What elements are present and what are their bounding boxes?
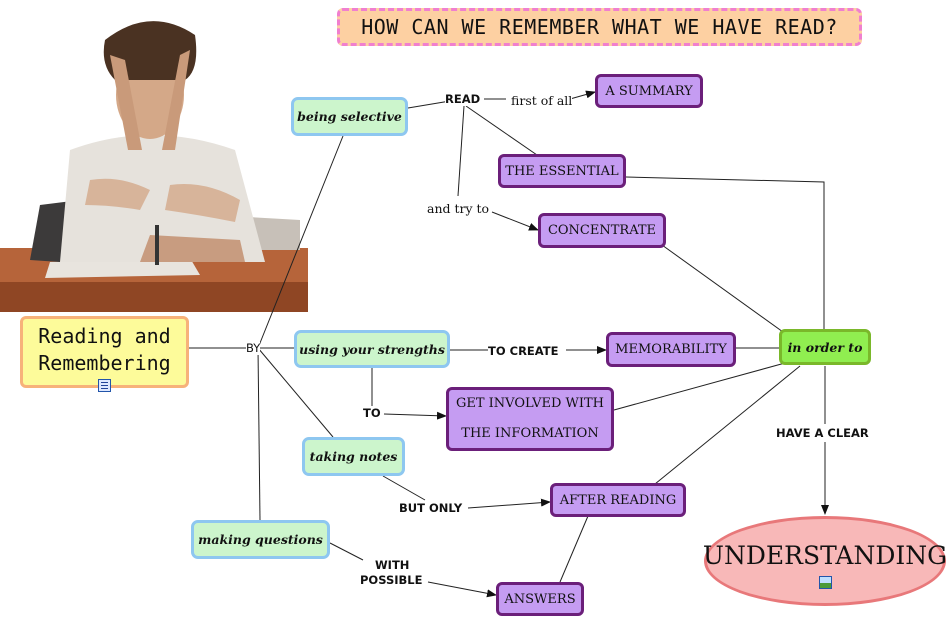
node-after-reading[interactable]: AFTER READING [550,483,686,517]
node-memorability[interactable]: MEMORABILITY [606,332,736,367]
edge-read-essential [465,105,538,156]
label-with: WITH [375,558,410,572]
node-a-summary[interactable]: A SUMMARY [595,74,703,108]
edge-read-andtry [457,105,465,197]
edge-by-questions [257,347,261,521]
edge-questions-with [329,542,364,561]
label-to: TO [363,406,381,420]
node-in-order-to[interactable]: in order to [779,329,871,365]
label-possible: POSSIBLE [360,573,423,587]
node-taking-notes[interactable]: taking notes [302,437,405,476]
edge-essential-inorder [625,176,825,329]
node-answers[interactable]: ANSWERS [496,582,584,616]
node-the-essential[interactable]: THE ESSENTIAL [498,154,626,188]
root-concept-reading-and-remembering[interactable]: Reading and Remembering [20,316,189,388]
page-title: HOW CAN WE REMEMBER WHAT WE HAVE READ? [337,8,862,46]
stressed-reader-illustration [0,21,308,312]
node-using-strengths[interactable]: using your strengths [294,330,450,368]
root-line-2: Remembering [38,351,171,375]
document-icon[interactable] [98,379,111,392]
node-being-selective[interactable]: being selective [291,97,408,136]
get-involved-line-1: GET INVOLVED WITH [455,396,605,411]
edge-after-inorder [654,365,801,485]
node-understanding[interactable]: UNDERSTANDING [703,516,947,606]
edge-by-notes [257,347,334,438]
edge-possible-answers [427,581,497,598]
root-line-1: Reading and [38,324,171,348]
edge-butonly-after [467,498,551,509]
label-have-a-clear: HAVE A CLEAR [776,426,869,440]
label-to-create: TO CREATE [488,344,559,358]
edge-by-selective [257,135,344,349]
label-and-try-to: and try to [427,201,490,216]
edge-andtry-concentrate [491,211,539,231]
label-first-of-all: first of all [511,93,573,108]
edge-involved-inorder [613,362,786,411]
image-icon[interactable] [819,576,832,589]
edge-notes-butonly [382,475,426,501]
label-read: READ [445,92,481,106]
node-get-involved[interactable]: GET INVOLVED WITH THE INFORMATION [446,387,614,451]
edge-after-answers [559,515,589,583]
edge-concentrate-inorder [661,244,791,338]
edge-firstofall-summary [569,90,596,100]
label-by: BY [246,341,261,355]
label-but-only: BUT ONLY [399,501,463,515]
node-making-questions[interactable]: making questions [191,520,330,559]
node-concentrate[interactable]: CONCENTRATE [538,213,666,248]
edge-to-involved [383,411,447,420]
get-involved-line-2: THE INFORMATION [461,426,599,441]
